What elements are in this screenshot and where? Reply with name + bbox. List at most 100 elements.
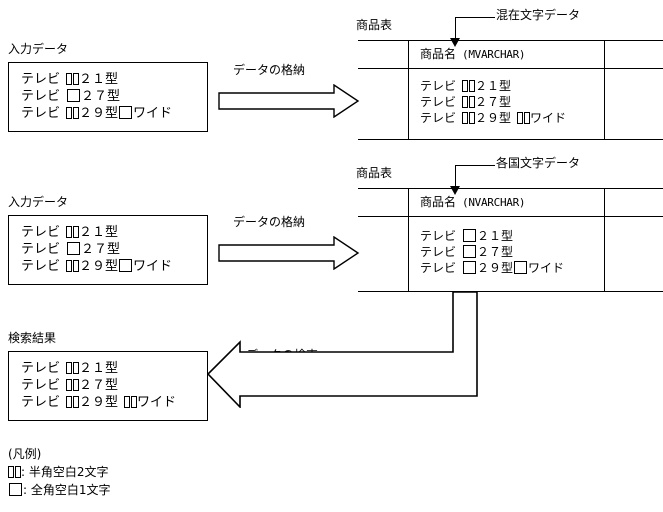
- line-prefix: テレビ: [21, 106, 61, 121]
- table-col-divider-1: [408, 40, 409, 139]
- leader-line-horizontal-top: [455, 17, 495, 18]
- line-body: ２７型: [81, 89, 121, 104]
- block-arrow-left-retrieve: [206, 291, 478, 408]
- table-col-divider-2: [604, 188, 605, 291]
- line-prefix: テレビ: [21, 89, 61, 104]
- line-body: ２９型: [79, 395, 119, 410]
- half-space-pair-icon: [66, 224, 80, 241]
- full-space-icon: [67, 89, 81, 102]
- line-prefix: テレビ: [21, 72, 61, 87]
- row-body: ２９型: [477, 261, 514, 275]
- row-tail: ワイド: [530, 111, 567, 125]
- line-prefix: テレビ: [21, 378, 61, 393]
- row-prefix: テレビ: [420, 229, 457, 243]
- table-col-divider-2: [604, 40, 605, 139]
- table-rule-header: [358, 216, 663, 217]
- leader-arrowhead-down-top: [450, 38, 460, 47]
- data-line: テレビ ２９型ワイド: [21, 105, 172, 122]
- input-data-top-caption: 入力データ: [8, 42, 69, 56]
- column-header-label: 商品名: [420, 47, 457, 61]
- table-rule-header: [358, 68, 663, 69]
- half-space-pair-icon: [66, 71, 80, 88]
- legend-heading: (凡例): [8, 447, 42, 461]
- line-prefix: テレビ: [21, 242, 61, 257]
- table-nvarchar-column-header: 商品名 (NVARCHAR): [420, 195, 526, 210]
- column-header-type: (NVARCHAR): [462, 196, 526, 209]
- data-line: テレビ ２７型: [21, 88, 172, 105]
- half-space-pair-icon: [8, 463, 21, 481]
- table-row: テレビ ２９型 ワイド: [420, 110, 566, 126]
- full-space-icon: [514, 261, 528, 274]
- legend-item-half-pair-label: : 半角空白2文字: [21, 465, 109, 479]
- line-body: ２１型: [79, 225, 119, 240]
- half-space-pair-icon: [124, 394, 138, 411]
- annotation-national-chars: 各国文字データ: [496, 156, 581, 170]
- line-body: ２９型: [79, 106, 119, 121]
- full-space-icon: [119, 259, 133, 272]
- leader-arrowhead-down-bottom: [450, 186, 460, 195]
- arrow-label-store-bottom: データの格納: [233, 215, 306, 229]
- full-space-icon: [67, 242, 81, 255]
- leader-line-horizontal-bottom: [455, 165, 495, 166]
- leader-line-vertical-top: [455, 17, 456, 40]
- block-arrow-right-store-top: [218, 84, 360, 118]
- row-body: ２１型: [475, 79, 512, 93]
- data-line: テレビ ２９型 ワイド: [21, 394, 176, 411]
- row-body: ２７型: [475, 95, 512, 109]
- half-space-pair-icon: [517, 110, 531, 126]
- legend-item-full-single: : 全角空白1文字: [8, 481, 111, 499]
- table-rule-bottom: [358, 139, 663, 140]
- block-arrow-right-store-bottom: [218, 236, 360, 270]
- search-result-lines: テレビ ２１型 テレビ ２７型 テレビ ２９型 ワイド: [21, 360, 176, 411]
- line-prefix: テレビ: [21, 361, 61, 376]
- column-header-type: (MVARCHAR): [462, 48, 526, 61]
- half-space-pair-icon: [462, 110, 476, 126]
- data-line: テレビ ２７型: [21, 377, 176, 394]
- table-mvarchar-column-header: 商品名 (MVARCHAR): [420, 47, 526, 62]
- row-body: ２９型: [475, 111, 512, 125]
- data-line: テレビ ２７型: [21, 241, 172, 258]
- row-prefix: テレビ: [420, 111, 457, 125]
- line-body: ２１型: [79, 361, 119, 376]
- table-mvarchar-rows: テレビ ２１型 テレビ ２７型 テレビ ２９型 ワイド: [420, 78, 566, 126]
- arrow-label-store-top: データの格納: [233, 63, 306, 77]
- legend-item-full-single-label: : 全角空白1文字: [23, 483, 111, 497]
- half-space-pair-icon: [66, 377, 80, 394]
- line-body: ２７型: [79, 378, 119, 393]
- half-space-pair-icon: [66, 105, 80, 122]
- row-tail: ワイド: [528, 261, 565, 275]
- search-result-caption: 検索結果: [8, 331, 57, 345]
- table-mvarchar-caption: 商品表: [356, 18, 393, 32]
- row-prefix: テレビ: [420, 245, 457, 259]
- legend: (凡例) : 半角空白2文字 : 全角空白1文字: [8, 445, 111, 499]
- half-space-pair-icon: [66, 360, 80, 377]
- column-header-label: 商品名: [420, 195, 457, 209]
- row-prefix: テレビ: [420, 95, 457, 109]
- table-mvarchar: 商品名 (MVARCHAR) テレビ ２１型 テレビ ２７型 テレビ ２９型 ワイド: [358, 40, 663, 140]
- line-prefix: テレビ: [21, 395, 61, 410]
- search-result-box: テレビ ２１型 テレビ ２７型 テレビ ２９型 ワイド: [8, 351, 208, 421]
- half-space-pair-icon: [462, 94, 476, 110]
- row-prefix: テレビ: [420, 261, 457, 275]
- line-tail: ワイド: [133, 259, 173, 274]
- line-body: ２９型: [79, 259, 119, 274]
- table-row: テレビ ２１型: [420, 78, 566, 94]
- leader-line-vertical-bottom: [455, 165, 456, 188]
- table-row: テレビ ２７型: [420, 94, 566, 110]
- annotation-mixed-chars: 混在文字データ: [496, 8, 581, 22]
- table-rule-bottom: [358, 291, 663, 292]
- input-data-bottom-caption: 入力データ: [8, 195, 69, 209]
- line-tail: ワイド: [133, 106, 173, 121]
- line-body: ２７型: [81, 242, 121, 257]
- row-prefix: テレビ: [420, 79, 457, 93]
- half-space-pair-icon: [66, 258, 80, 275]
- line-tail: ワイド: [137, 395, 177, 410]
